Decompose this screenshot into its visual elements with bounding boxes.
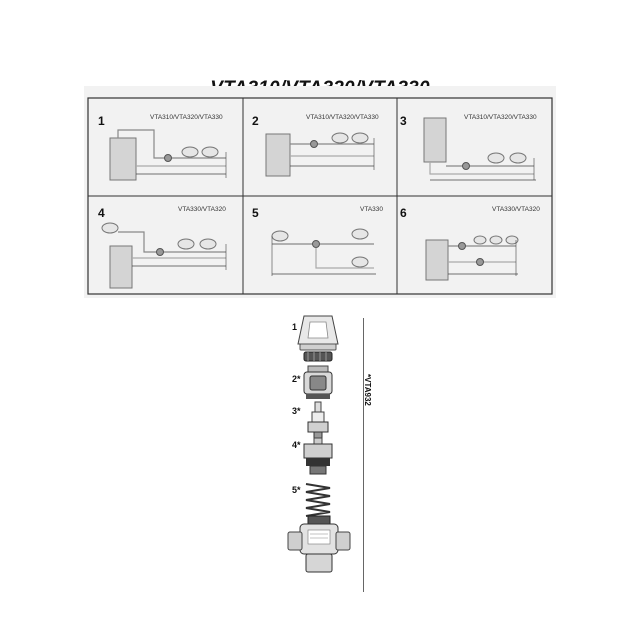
cell-6-number: 6: [400, 206, 407, 220]
cell-2-number: 2: [252, 114, 259, 128]
knob-cap-part: [297, 315, 339, 362]
part-label-5: 5*: [292, 485, 301, 495]
diagram-cell-1: [109, 129, 227, 181]
cell-6-models: VTA330/VTA320: [492, 206, 540, 213]
vta932-note: *VTA932: [363, 374, 372, 406]
installation-diagrams-panel: 1 VTA310/VTA320/VTA330 2 VTA310/VTA320/V…: [84, 86, 556, 298]
cell-1-models: VTA310/VTA320/VTA330: [150, 114, 223, 121]
diagram-cell-5: [271, 228, 376, 276]
stem-part: [307, 401, 329, 439]
cell-5-number: 5: [252, 206, 259, 220]
cell-1-number: 1: [98, 114, 105, 128]
part-label-4: 4*: [292, 440, 301, 450]
vertical-divider: [363, 318, 364, 592]
cell-4-number: 4: [98, 206, 105, 220]
installation-diagrams-svg: [87, 97, 553, 295]
diagram-cell-2: [265, 132, 375, 177]
diagram-cell-6: [425, 235, 519, 281]
valve-insert-part: [303, 437, 333, 475]
diagram-cell-4: [101, 222, 227, 289]
cell-2-models: VTA310/VTA320/VTA330: [306, 114, 379, 121]
cell-3-number: 3: [400, 114, 407, 128]
part-label-3: 3*: [292, 406, 301, 416]
valve-body-part: [287, 515, 351, 573]
spring-part: [305, 483, 331, 517]
part-label-2: 2*: [292, 374, 301, 384]
diagram-cell-3: [423, 117, 536, 181]
cell-4-models: VTA330/VTA320: [178, 206, 226, 213]
cell-5-models: VTA330: [360, 206, 384, 213]
cell-3-models: VTA310/VTA320/VTA330: [464, 114, 537, 121]
part-label-1: 1: [292, 322, 298, 332]
thermostat-insert-part: [303, 365, 333, 399]
exploded-valve-view: [270, 310, 360, 600]
valve-parts-svg: [287, 315, 351, 573]
